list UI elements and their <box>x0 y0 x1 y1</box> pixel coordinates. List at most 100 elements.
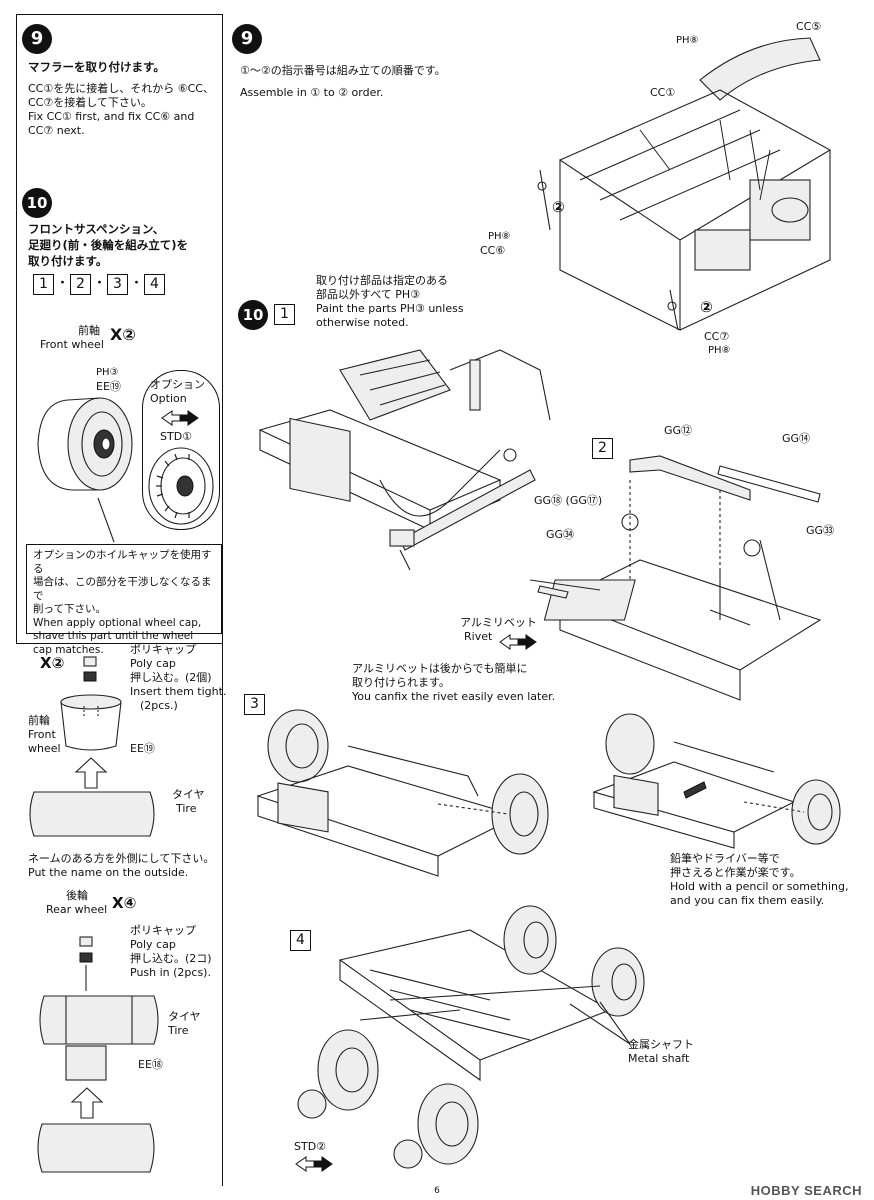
pencil-en-2: and you can fix them easily. <box>670 894 825 907</box>
ph8c-label: PH⑧ <box>708 345 731 356</box>
shave-note-jp-3: 削って下さい。 <box>33 603 106 615</box>
cc5-label: CC⑤ <box>796 20 822 33</box>
rivet-en: Rivet <box>464 630 493 643</box>
sub-step-box-2: 2 <box>70 274 91 295</box>
step-10-title-1: フロントサスペンション、 <box>28 222 165 236</box>
pencil-hold-drawing <box>592 713 841 849</box>
paint-jp-2: 部品以外すべて PH③ <box>316 288 421 301</box>
front-wheel-jp: 前軸 <box>78 324 100 337</box>
rear-axle-drawing <box>297 905 645 1169</box>
cc7-label: CC⑦ <box>704 330 730 343</box>
shave-note-en-3: cap matches. <box>33 643 104 656</box>
rivet-note-en: You canfix the rivet easily even later. <box>352 690 556 703</box>
pencil-jp-1: 鉛筆やドライバー等で <box>670 852 780 865</box>
option-circle-frame <box>142 370 220 530</box>
sub-step-box-1: 1 <box>33 274 54 295</box>
insert-en-2: (2pcs.) <box>140 699 178 712</box>
rivet-note-jp-1: アルミリベットは後からでも簡単に <box>352 662 528 675</box>
sub-step-dot-2: ・ <box>94 276 105 289</box>
insert-jp: 押し込む。(2個) <box>130 671 212 684</box>
front-en-1: Front <box>28 728 56 741</box>
cc6-label: CC⑥ <box>480 244 506 257</box>
step-9-text-4: CC⑦ next. <box>28 124 85 137</box>
tire-jp: タイヤ <box>172 788 205 801</box>
wheel-install-drawing <box>256 709 549 877</box>
pencil-jp-2: 押さえると作業が楽です。 <box>670 866 801 879</box>
tire2-jp: タイヤ <box>168 1010 201 1023</box>
insert-en-1: Insert them tight. <box>130 685 227 698</box>
ee18-label: EE⑱ <box>138 1058 163 1071</box>
step-10-number: 10 <box>22 188 52 218</box>
engine-front-suspension-drawing <box>258 349 551 571</box>
metal-shaft-en: Metal shaft <box>628 1052 690 1065</box>
front-en-2: wheel <box>28 742 61 755</box>
rear-jp: 後輪 <box>66 889 88 902</box>
circle-2a-label: ② <box>552 198 565 216</box>
step-9-text-1: CC①を先に接着し、それから ⑥CC、 <box>28 82 214 95</box>
push-en: Push in (2pcs). <box>130 966 211 979</box>
gg14-label: GG⑭ <box>782 432 811 445</box>
ee19b-label: EE⑲ <box>130 742 155 755</box>
x4-label: X④ <box>112 894 137 912</box>
sub-step-dot-3: ・ <box>131 276 142 289</box>
polycap2-jp: ポリキャップ <box>130 924 196 937</box>
step-9-number: 9 <box>22 24 52 54</box>
assembly-order-en: Assemble in ① to ② order. <box>240 86 384 99</box>
step-9-text-3: Fix CC① first, and fix CC⑥ and <box>28 110 195 123</box>
assembly-order-jp: ①～②の指示番号は組み立ての順番です。 <box>240 64 446 77</box>
sub-step-box-3: 3 <box>107 274 128 295</box>
right-sub-box-4: 4 <box>290 930 311 951</box>
watermark: HOBBY SEARCH <box>750 1183 862 1198</box>
muffler-chassis-drawing <box>537 37 832 331</box>
front-wheel-drawing <box>37 397 133 491</box>
std2-arrow-icon <box>295 1156 333 1172</box>
pencil-en-1: Hold with a pencil or something, <box>670 880 849 893</box>
ee19-label: EE⑲ <box>96 380 121 393</box>
polycap-icons <box>83 656 97 682</box>
circle-2b-label: ② <box>700 298 713 316</box>
right-step-10-number: 10 <box>238 300 268 330</box>
tire-en: Tire <box>176 802 197 815</box>
step-9-text-2: CC⑦を接着して下さい。 <box>28 96 152 109</box>
ph8b-label: PH⑧ <box>488 231 511 242</box>
std1-label: STD① <box>160 430 193 443</box>
option-arrow-icon <box>161 410 199 426</box>
shave-note-jp-1: オプションのホイルキャップを使用する <box>33 549 212 575</box>
up-arrow-icon-1 <box>74 757 108 789</box>
step-10-title-2: 足廻り(前・後輪を組み立て)を <box>28 238 189 252</box>
paint-en-1: Paint the parts PH③ unless <box>316 302 464 315</box>
sub-step-dot-1: ・ <box>57 276 68 289</box>
x2-label: X② <box>110 325 136 344</box>
metal-shaft-jp: 金属シャフト <box>628 1038 694 1051</box>
ph8a-label: PH⑧ <box>676 35 699 46</box>
paint-jp-1: 取り付け部品は指定のある <box>316 274 448 287</box>
std2-label: STD② <box>294 1140 327 1153</box>
gg18-label: GG⑱ (GG⑰) <box>534 494 603 507</box>
gg12-label: GG⑫ <box>664 424 693 437</box>
shaft-callout-lines <box>569 1001 631 1045</box>
right-column-frame <box>222 14 859 1186</box>
rear-tire-drawing <box>39 995 159 1045</box>
tire2-en: Tire <box>168 1024 189 1037</box>
right-step-9-number: 9 <box>232 24 262 54</box>
name-outside-en: Put the name on the outside. <box>28 866 189 879</box>
polycap-en: Poly cap <box>130 657 176 670</box>
sub-step-box-4: 4 <box>144 274 165 295</box>
rivet-arrow-icon <box>499 634 537 650</box>
shave-note-en-2: shave this part until the wheel <box>33 630 194 642</box>
callout-line <box>97 497 115 543</box>
page-number: 6 <box>434 1186 440 1196</box>
step-9-title: マフラーを取り付けます。 <box>28 60 165 74</box>
front-hub-drawing <box>60 694 122 751</box>
rivet-note-jp-2: 取り付けられます。 <box>352 676 450 689</box>
x2b-label: X② <box>40 654 65 672</box>
shave-note: オプションのホイルキャップを使用する 場合は、この部分を干渉しなくなるまで 削っ… <box>26 544 222 656</box>
cc1-label: CC① <box>650 86 676 99</box>
name-outside-jp: ネームのある方を外側にして下さい。 <box>28 852 215 865</box>
step-10-title-3: 取り付けます。 <box>28 254 108 268</box>
front-wheel-en: Front wheel <box>40 338 104 351</box>
rear-hub-drawing <box>65 1045 107 1081</box>
front-tire-drawing <box>29 791 155 837</box>
rear-en: Rear wheel <box>46 903 108 916</box>
polycap-jp: ポリキャップ <box>130 643 196 656</box>
